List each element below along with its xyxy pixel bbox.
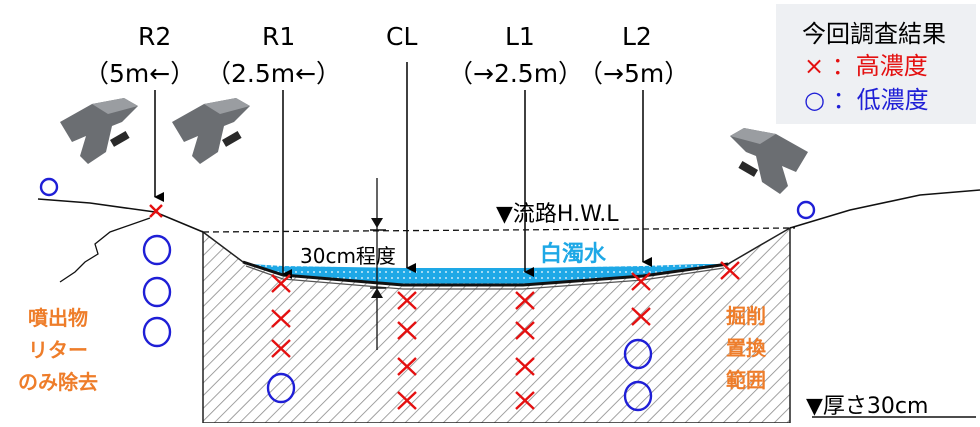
point-offset-l2: （→5m）	[578, 59, 690, 88]
point-offset-r2: （5m←）	[84, 59, 196, 88]
point-label-cl: CL	[386, 22, 418, 51]
right-note-line: 掘削	[726, 304, 766, 328]
left-note: 噴出物 リター のみ除去	[8, 302, 108, 398]
analyzer-device-icon	[730, 128, 808, 194]
channel-bed-line	[242, 260, 729, 287]
left-note-line: のみ除去	[18, 370, 98, 394]
right-note-line: 範囲	[726, 368, 766, 392]
point-label-r1: R1	[262, 22, 296, 51]
left-note-line: 噴出物	[28, 306, 88, 330]
point-offset-l1: （→2.5m）	[448, 59, 584, 88]
low-concentration-markers	[39, 177, 816, 412]
legend-low: ○ ：低濃度	[804, 86, 929, 114]
hwl-line	[202, 227, 796, 233]
high-concentration-markers	[149, 204, 740, 410]
hwl-label: ▼流路H.W.L	[496, 202, 619, 227]
analyzer-device-icon	[172, 98, 250, 164]
point-offset-r1: （2.5m←）	[206, 59, 342, 88]
turbid-water-label: 白濁水	[540, 242, 607, 267]
turbid-water	[250, 264, 728, 285]
point-label-l2: L2	[622, 22, 652, 51]
analyzer-device-icon	[60, 98, 138, 164]
thickness-label: ▼厚さ30cm	[806, 394, 929, 419]
excavation-area	[202, 226, 791, 424]
legend-title: 今回調査結果	[802, 20, 946, 48]
point-label-r2: R2	[138, 22, 172, 51]
ground-surface-line	[37, 198, 204, 233]
depth-label: 30cm程度	[300, 244, 396, 268]
left-note-line: リター	[28, 338, 88, 362]
point-label-l1: L1	[505, 22, 535, 51]
right-note-line: 置換	[726, 336, 766, 360]
right-note: 掘削 置換 範囲	[706, 300, 786, 396]
legend-high: × ：高濃度	[804, 52, 928, 80]
legend-box: 今回調査結果 × ：高濃度 ○ ：低濃度	[776, 4, 976, 124]
